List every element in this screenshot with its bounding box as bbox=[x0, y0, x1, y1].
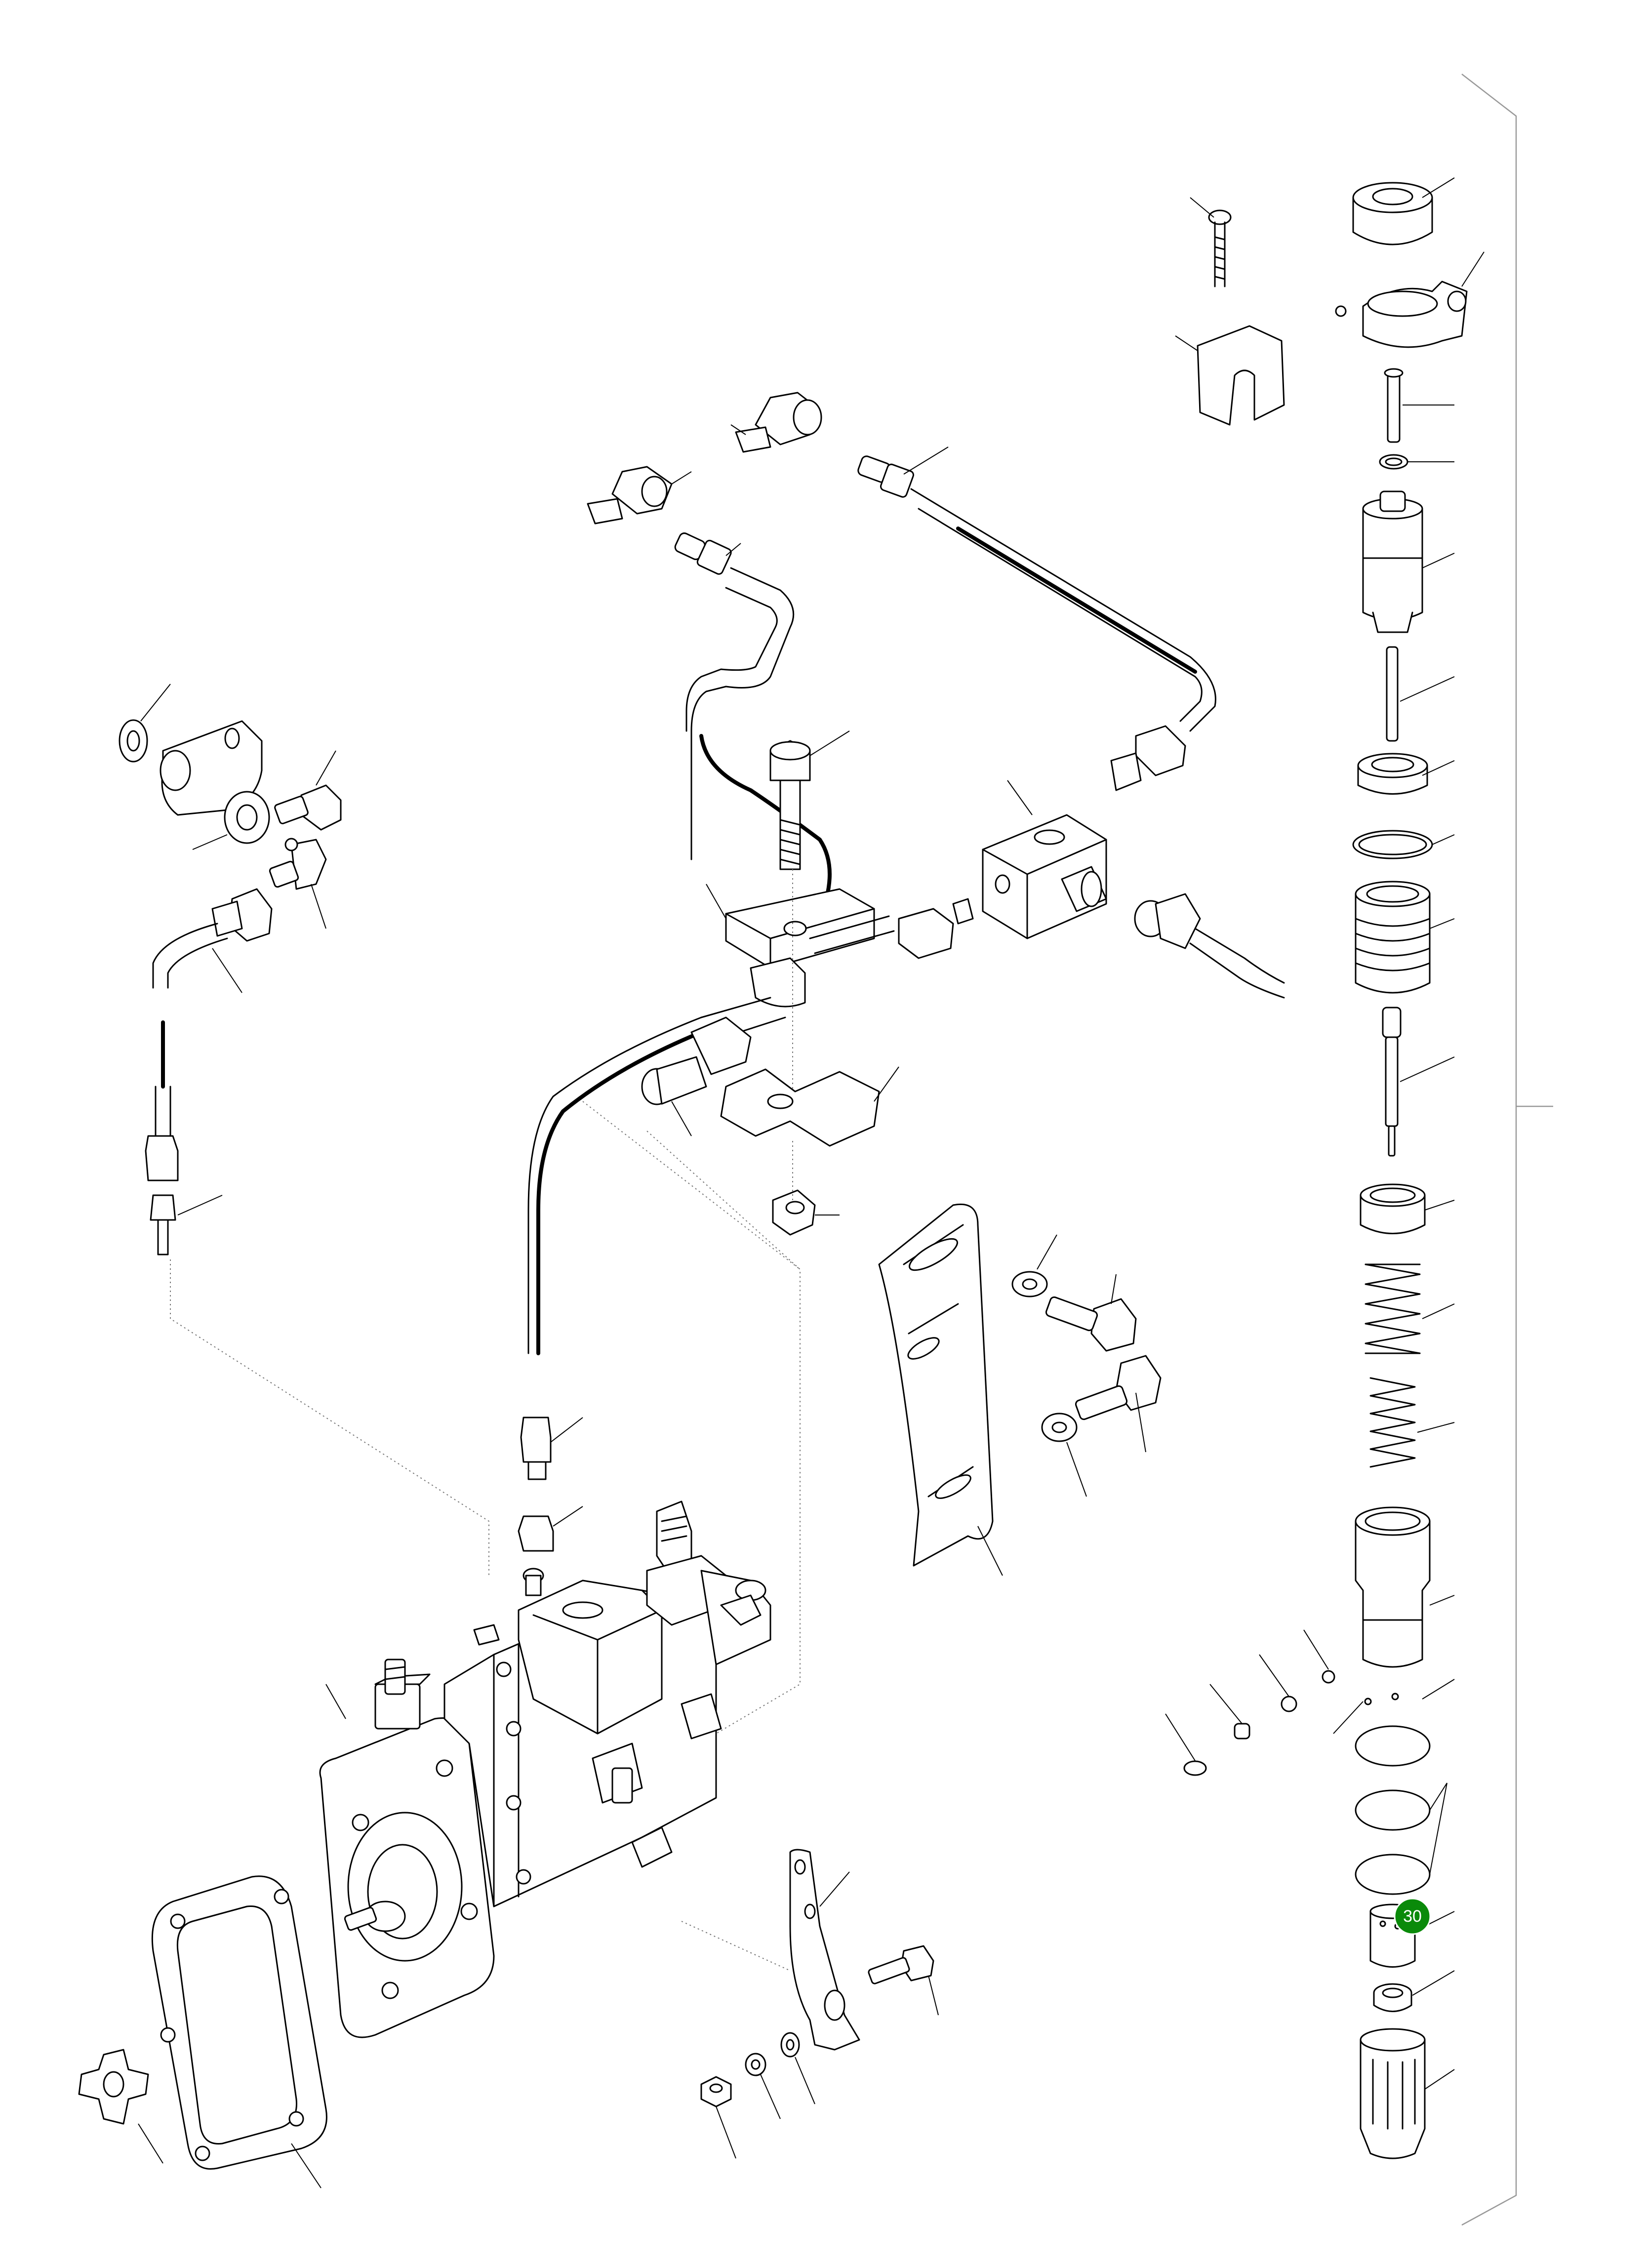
banjo-fitting-left[interactable] bbox=[160, 720, 270, 850]
spindle[interactable] bbox=[1382, 1007, 1455, 1157]
large-o-ring[interactable] bbox=[1352, 830, 1455, 859]
nozzle-tip[interactable] bbox=[1373, 1970, 1455, 2012]
callout-30[interactable]: 30 bbox=[1394, 1898, 1431, 1935]
nozzle-holder-cap-nut[interactable] bbox=[1352, 177, 1455, 245]
pipe-nut-center[interactable] bbox=[898, 898, 974, 959]
pressure-spring-upper[interactable] bbox=[1365, 1263, 1455, 1354]
stop-lever[interactable] bbox=[789, 1849, 860, 2051]
banjo-nut-upper-right[interactable] bbox=[730, 392, 822, 453]
nozzle-holder-upper-body[interactable] bbox=[1362, 490, 1455, 633]
lever-washers-and-nut[interactable] bbox=[700, 2032, 815, 2159]
pipe-nut-left[interactable] bbox=[211, 888, 273, 942]
mounting-bracket[interactable] bbox=[878, 1203, 1003, 1576]
pipe-end-nut-pump[interactable] bbox=[518, 1417, 583, 1552]
o-ring-set[interactable] bbox=[1355, 1679, 1455, 1895]
push-rod[interactable] bbox=[1386, 646, 1455, 742]
spring-seat-cup[interactable] bbox=[1360, 1183, 1455, 1234]
stop-lever-screw[interactable] bbox=[868, 1945, 939, 2016]
locating-pin[interactable] bbox=[1384, 368, 1454, 443]
clamp-pipes bbox=[641, 898, 974, 1136]
banjo-nut-upper-left[interactable] bbox=[587, 466, 692, 525]
fuel-return-banjo-assembly bbox=[119, 684, 342, 1256]
injector-assembly bbox=[1165, 177, 1485, 2159]
pipe-connector-upper-left[interactable] bbox=[674, 531, 741, 575]
drive-coupling[interactable] bbox=[78, 2049, 163, 2164]
pressure-spring-lower[interactable] bbox=[1369, 1377, 1455, 1468]
high-pressure-fuel-lines bbox=[527, 392, 1216, 1355]
clamp-bolt-and-bracket[interactable] bbox=[1175, 197, 1285, 426]
callout-30-badge[interactable] bbox=[1394, 1898, 1431, 1935]
small-seal-ring[interactable] bbox=[1379, 454, 1454, 470]
pipe-connector-upper-right[interactable] bbox=[857, 446, 949, 498]
pipe-clamp-upper[interactable] bbox=[706, 884, 875, 1008]
assembly-guide-lines bbox=[170, 869, 801, 1971]
leak-off-fitting[interactable] bbox=[1335, 251, 1485, 348]
pipe-clamp-lower[interactable] bbox=[720, 1066, 899, 1147]
clamp-nut[interactable] bbox=[772, 1189, 840, 1236]
sealing-washer-left[interactable] bbox=[119, 684, 171, 763]
threaded-adjusting-sleeve[interactable] bbox=[1355, 881, 1455, 994]
pipe-end-fitting-right[interactable] bbox=[1110, 725, 1186, 791]
pipe-lower-nut-left[interactable] bbox=[145, 1135, 223, 1256]
pipe-end-center-left[interactable] bbox=[641, 1016, 752, 1136]
pipe-end-right-lower[interactable] bbox=[1134, 893, 1285, 999]
elbow-fitting-left[interactable] bbox=[269, 838, 327, 929]
small-pin-and-balls[interactable] bbox=[1165, 1629, 1399, 1776]
page-frame-bracket bbox=[1461, 74, 1553, 2226]
lock-nut[interactable] bbox=[1357, 753, 1455, 795]
banjo-bolt-left[interactable] bbox=[274, 750, 342, 831]
bracket-bolts-and-washers[interactable] bbox=[1011, 1234, 1162, 1497]
nozzle-holder-lower-body[interactable] bbox=[1355, 1506, 1455, 1668]
distribution-block[interactable] bbox=[982, 780, 1107, 939]
nozzle-cap-nut[interactable] bbox=[1360, 2028, 1455, 2159]
callout-30-label: 30 bbox=[1403, 1907, 1422, 1926]
clamp-bolt-center[interactable] bbox=[769, 730, 850, 870]
flange-gasket[interactable] bbox=[151, 1875, 327, 2188]
injection-pump[interactable] bbox=[319, 1500, 771, 2038]
